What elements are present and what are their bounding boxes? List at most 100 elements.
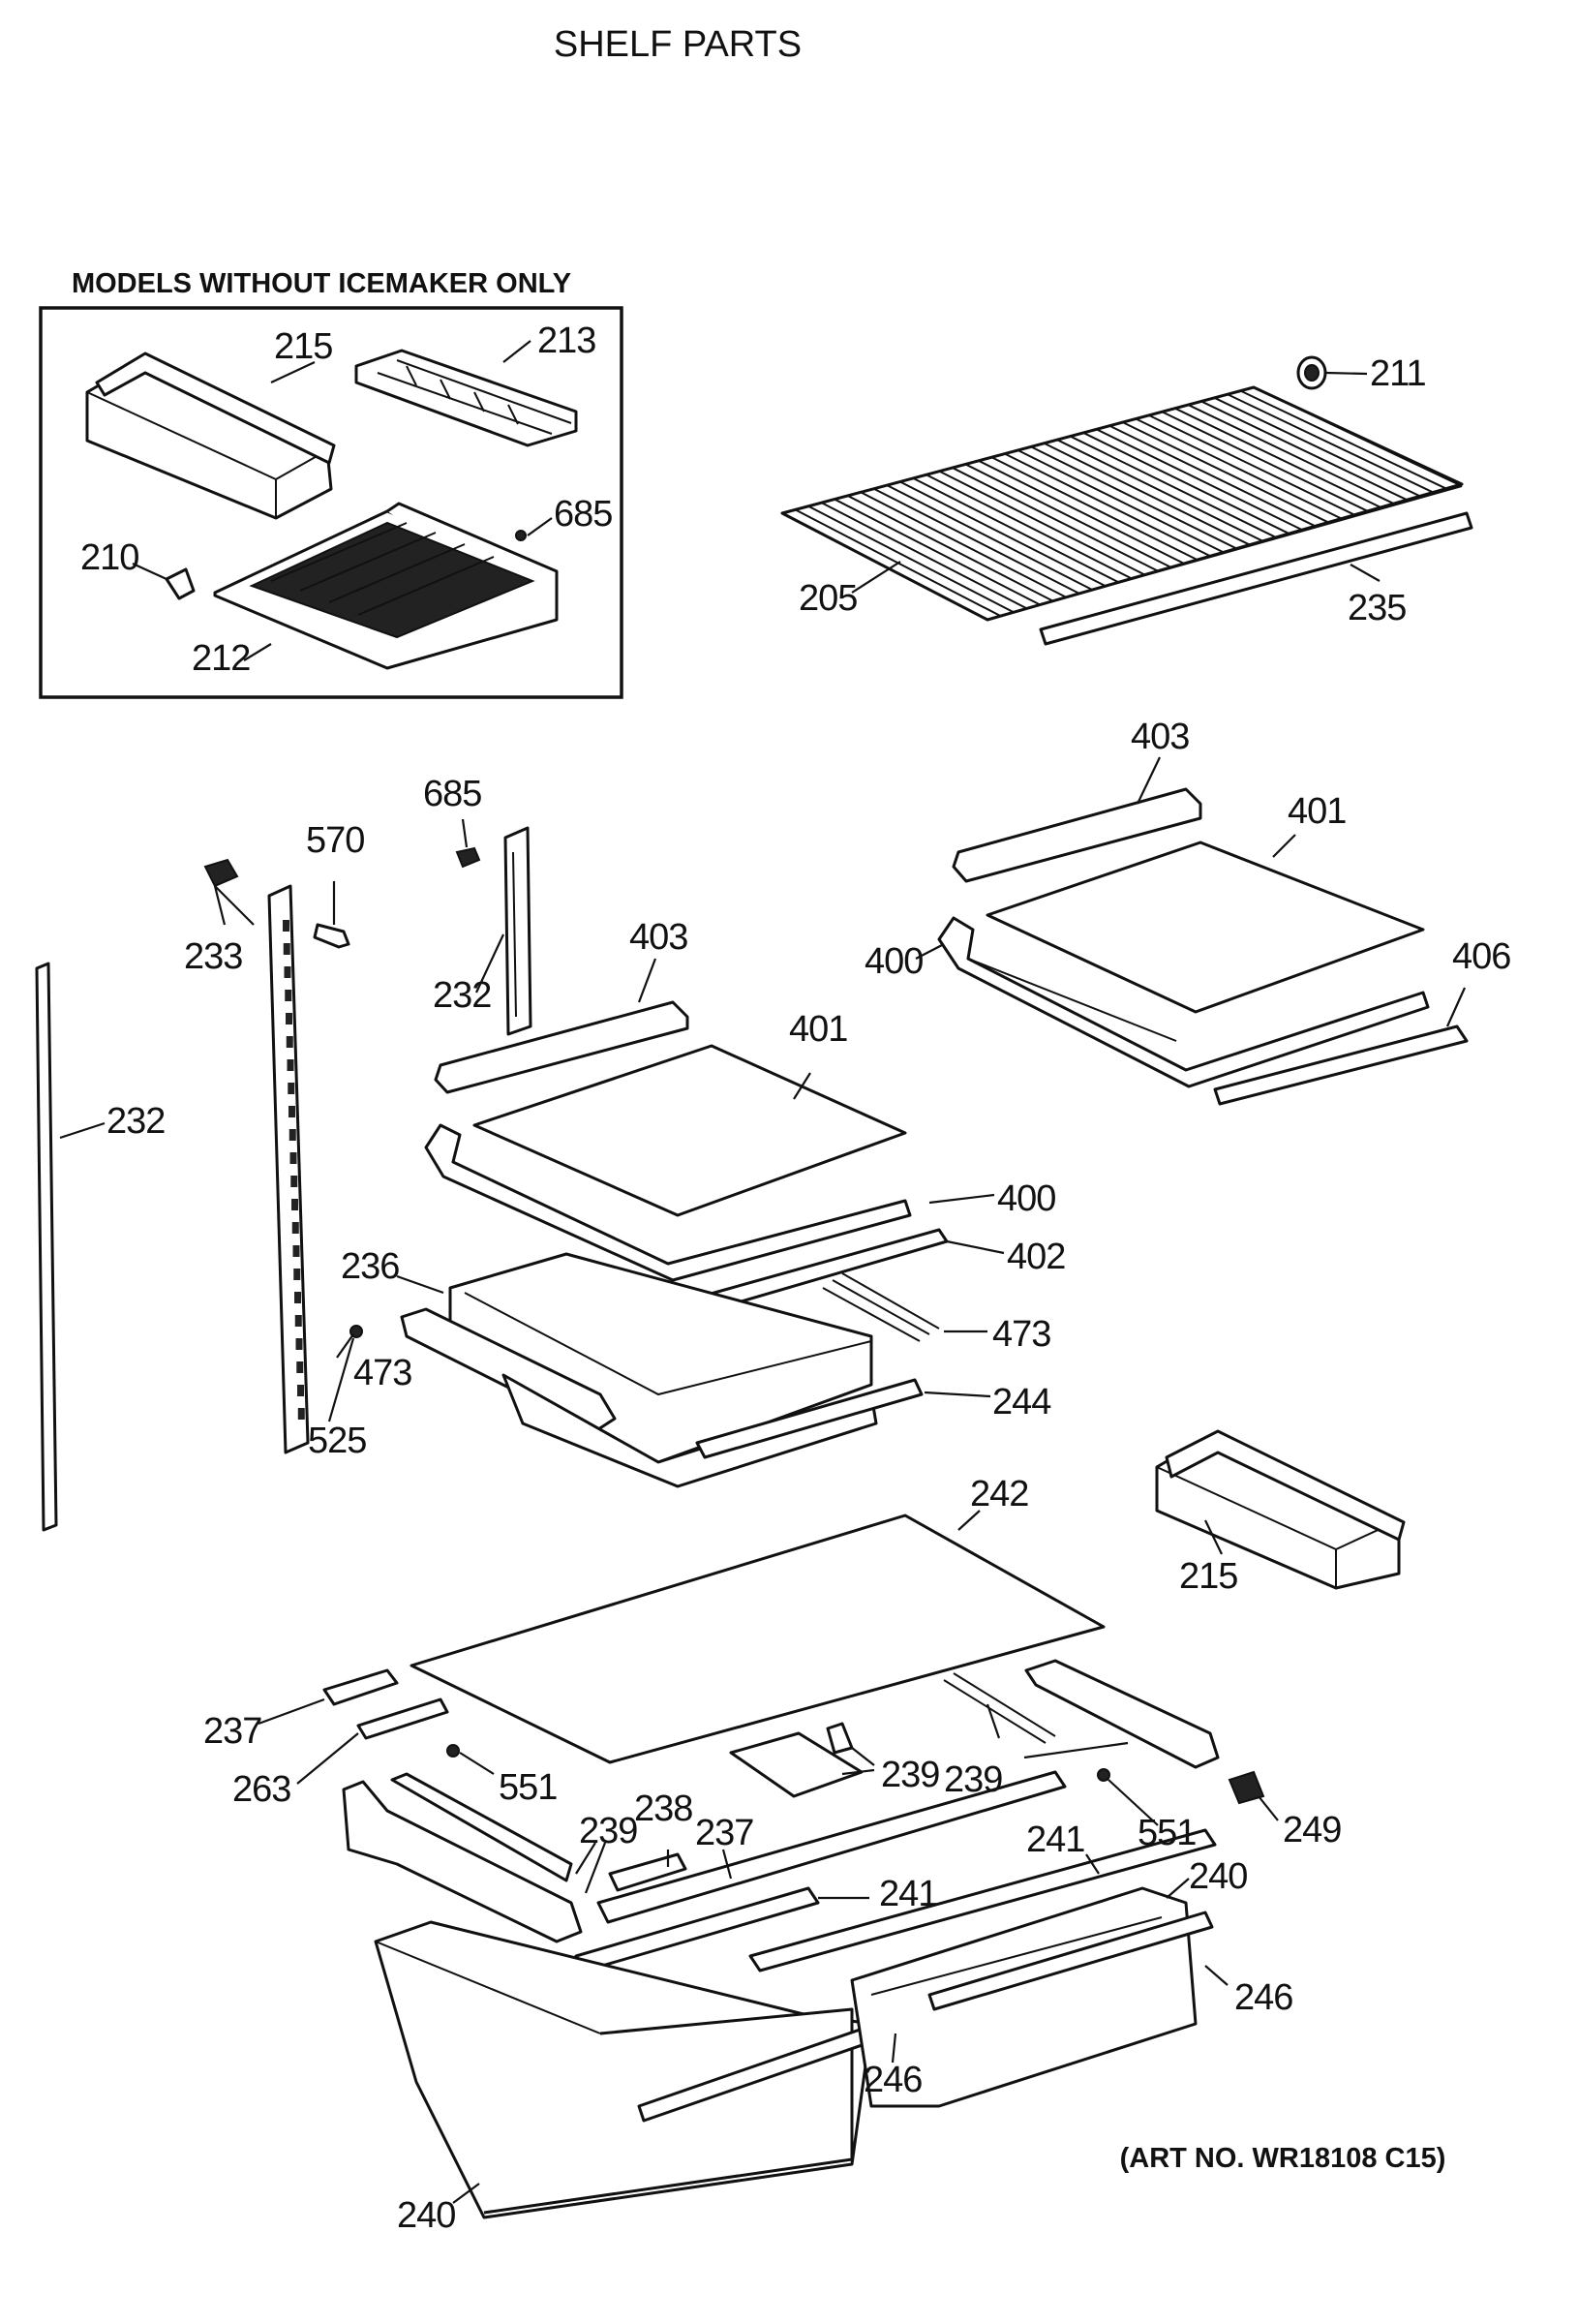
bracket-249 xyxy=(1228,1770,1265,1805)
callout-401: 401 xyxy=(1288,791,1346,832)
page-title: SHELF PARTS xyxy=(554,24,802,65)
callout-235: 235 xyxy=(1348,588,1406,628)
callout-406: 406 xyxy=(1452,936,1510,977)
glass-shelf-upper-right xyxy=(937,787,1469,1106)
frame-400-upper xyxy=(937,916,1430,1088)
leader-lines xyxy=(59,340,1467,2204)
rail-slot xyxy=(293,1269,301,1280)
callout-473: 473 xyxy=(353,1353,411,1393)
rail-slot xyxy=(288,1083,295,1094)
rail-slot xyxy=(294,1292,302,1303)
crisper-drawer-236 xyxy=(349,1252,940,1488)
bracket-237-left xyxy=(322,1668,399,1706)
bolt-210 xyxy=(165,567,196,600)
shelf-wire-rod xyxy=(1096,428,1305,532)
callout-237: 237 xyxy=(695,1813,753,1853)
shelf-wire-rod xyxy=(912,476,1120,584)
ice-frame-212 xyxy=(213,502,559,670)
callout-210: 210 xyxy=(80,537,138,578)
glass-242 xyxy=(410,1514,1106,1764)
callout-685: 685 xyxy=(554,494,612,535)
slide-239-center xyxy=(729,1722,864,1798)
shelf-wire-rod xyxy=(1004,452,1212,558)
icemaker-inset xyxy=(39,306,623,699)
shelf-wire-rod xyxy=(821,502,1028,610)
callout-239: 239 xyxy=(881,1755,939,1795)
shelf-wire-rod xyxy=(1253,386,1463,487)
shelf-wire-rod xyxy=(1187,404,1397,506)
frame-right xyxy=(1024,1659,1220,1769)
callout-400: 400 xyxy=(865,941,923,982)
shelf-wire-rod xyxy=(1161,411,1371,513)
glass-401-upper xyxy=(986,841,1425,1014)
shelf-wire-rod xyxy=(964,463,1173,569)
rail-slot xyxy=(296,1361,304,1373)
rail-slot xyxy=(297,1385,305,1396)
rail-slot xyxy=(291,1222,299,1234)
shelf-wire-rod xyxy=(926,474,1134,580)
shelf-wire-rod xyxy=(834,498,1041,606)
callout-473: 473 xyxy=(992,1314,1050,1355)
cover-frame-left xyxy=(342,1780,583,1943)
door-bin-215 xyxy=(1155,1429,1406,1590)
shelf-wire-rod xyxy=(1056,439,1265,543)
shelf-wire-rod xyxy=(1148,413,1357,517)
callout-244: 244 xyxy=(992,1382,1051,1422)
screw-570 xyxy=(313,923,350,949)
slide-239-right xyxy=(943,1672,1056,1744)
shelf-wire-rod xyxy=(1017,449,1226,554)
glass-shelf-center xyxy=(424,1000,949,1314)
shelf-wire-rod xyxy=(1135,417,1344,521)
rail-slot xyxy=(291,1199,299,1210)
shelf-wire-rod xyxy=(1082,432,1291,535)
shelf-wire-rod xyxy=(1227,393,1437,495)
drawer-240-right xyxy=(850,1886,1214,2108)
callout-213: 213 xyxy=(537,321,595,361)
rail-237 xyxy=(596,1770,1067,1924)
callout-403: 403 xyxy=(1131,717,1189,757)
callout-211: 211 xyxy=(1370,353,1426,394)
callout-237: 237 xyxy=(203,1711,261,1752)
shelf-wire-rod xyxy=(1240,389,1449,491)
trim-403-center xyxy=(434,1000,689,1094)
callout-242: 242 xyxy=(970,1474,1028,1514)
rail-slot xyxy=(287,1059,294,1071)
frame-400-center xyxy=(424,1123,912,1282)
handle-246-right xyxy=(927,1911,1214,2011)
shelf-wire-rod xyxy=(1122,421,1331,525)
callout-400: 400 xyxy=(997,1178,1055,1219)
rail-241-right xyxy=(748,1828,1217,1972)
callout-525: 525 xyxy=(308,1421,366,1461)
callout-240: 240 xyxy=(397,2195,455,2236)
trim-244 xyxy=(695,1378,924,1459)
callout-249: 249 xyxy=(1283,1810,1341,1850)
callout-215: 215 xyxy=(274,326,332,367)
callout-233: 233 xyxy=(184,936,242,977)
rail-slot xyxy=(289,1152,297,1164)
callout-236: 236 xyxy=(341,1246,399,1287)
trim-235 xyxy=(1039,511,1473,646)
inset-frame xyxy=(39,306,623,699)
screw-551-right xyxy=(1097,1768,1110,1782)
callout-551: 551 xyxy=(499,1767,557,1808)
rail-232-left xyxy=(35,962,58,1532)
shelf-wire-rod xyxy=(978,459,1186,566)
rail-slot xyxy=(288,1129,296,1141)
screw-685-inset xyxy=(515,530,527,541)
rail-slot xyxy=(286,1036,293,1048)
shelf-wire-rod xyxy=(860,491,1068,598)
cap-211 xyxy=(1296,355,1327,390)
rail-232-center xyxy=(503,826,532,1036)
inset-title: MODELS WITHOUT ICEMAKER ONLY xyxy=(72,268,571,299)
cover-238 xyxy=(608,1852,687,1892)
rail-232-center-left xyxy=(267,884,310,1454)
ice-tray-213 xyxy=(354,349,578,447)
rail-slot xyxy=(292,1245,300,1257)
callout-labels: 215 213 685 210 212 211 205 235 403 401 … xyxy=(80,321,1511,2236)
callout-685: 685 xyxy=(423,774,481,814)
rail-slot xyxy=(283,943,290,955)
shelf-wire-rod xyxy=(1044,442,1252,547)
shelf-wire-rod xyxy=(873,487,1080,596)
shelf-wire-rod xyxy=(1174,407,1383,509)
art-number: (ART NO. WR18108 C15) xyxy=(1120,2143,1446,2174)
